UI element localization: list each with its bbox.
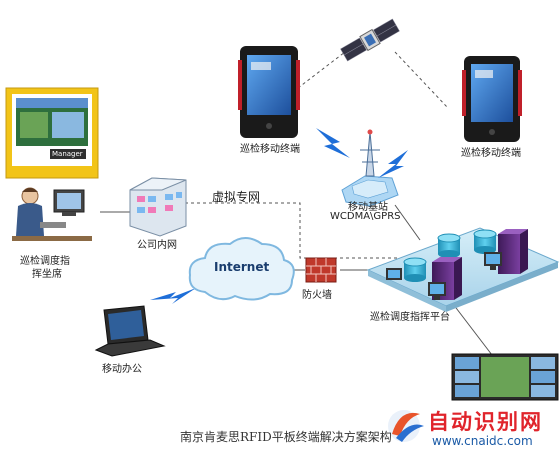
workstation-icon xyxy=(484,252,502,270)
firewall-label: 防火墙 xyxy=(302,290,332,301)
satellite-link-right xyxy=(394,51,449,109)
intranet-building-icon xyxy=(129,177,187,237)
tablet-right-label: 巡检移动终端 xyxy=(461,148,521,159)
wireless-bolts xyxy=(150,128,408,304)
diagram-caption: 南京肯麦思RFID平板终端解决方案架构 xyxy=(180,430,392,444)
database-icon xyxy=(403,257,427,282)
connection-lines xyxy=(100,51,493,356)
lightning-icon xyxy=(378,150,408,178)
platform-to-wall-line xyxy=(449,299,493,356)
dispatch-monitor xyxy=(5,87,99,179)
base-station-tech-label: WCDMA\GPRS xyxy=(330,211,401,222)
vpn-label: 虚拟专网 xyxy=(212,190,261,204)
lightning-icon xyxy=(150,288,196,304)
intranet-label: 公司内网 xyxy=(137,240,177,251)
satellite-icon xyxy=(340,18,400,62)
lightning-icon xyxy=(316,128,350,158)
watermark-url: www.cnaidc.com xyxy=(432,434,533,448)
workstation-icon xyxy=(428,282,446,300)
dispatch-seat-label-line1: 巡检调度指 xyxy=(20,256,70,267)
base-station-icon xyxy=(341,129,399,207)
tablet-left xyxy=(238,46,300,138)
database-icon xyxy=(473,229,497,254)
tablet-right xyxy=(462,56,522,142)
database-icon xyxy=(437,233,461,258)
base-station-name-label: 移动基站 xyxy=(348,202,388,213)
monitor-brand-label: Manager xyxy=(52,150,83,158)
platform-label: 巡检调度指挥平台 xyxy=(370,312,450,323)
dispatch-seat-label-line2: 挥坐席 xyxy=(32,269,62,280)
tablet-left-label: 巡检移动终端 xyxy=(240,144,300,155)
firewall-icon xyxy=(305,257,337,283)
watermark-logo-icon xyxy=(388,410,424,442)
internet-cloud xyxy=(188,237,295,301)
video-wall-icon xyxy=(451,353,559,401)
server-icon xyxy=(498,229,528,274)
station-to-platform-line xyxy=(394,204,421,241)
dispatch-operator-icon xyxy=(12,187,92,241)
workstation-icon xyxy=(386,268,402,280)
internet-label: Internet xyxy=(214,260,270,274)
laptop-icon xyxy=(94,305,166,357)
mobile-office-label: 移动办公 xyxy=(102,364,142,375)
watermark-name: 自动识别网 xyxy=(428,410,543,434)
satellite-link-left xyxy=(297,51,346,89)
